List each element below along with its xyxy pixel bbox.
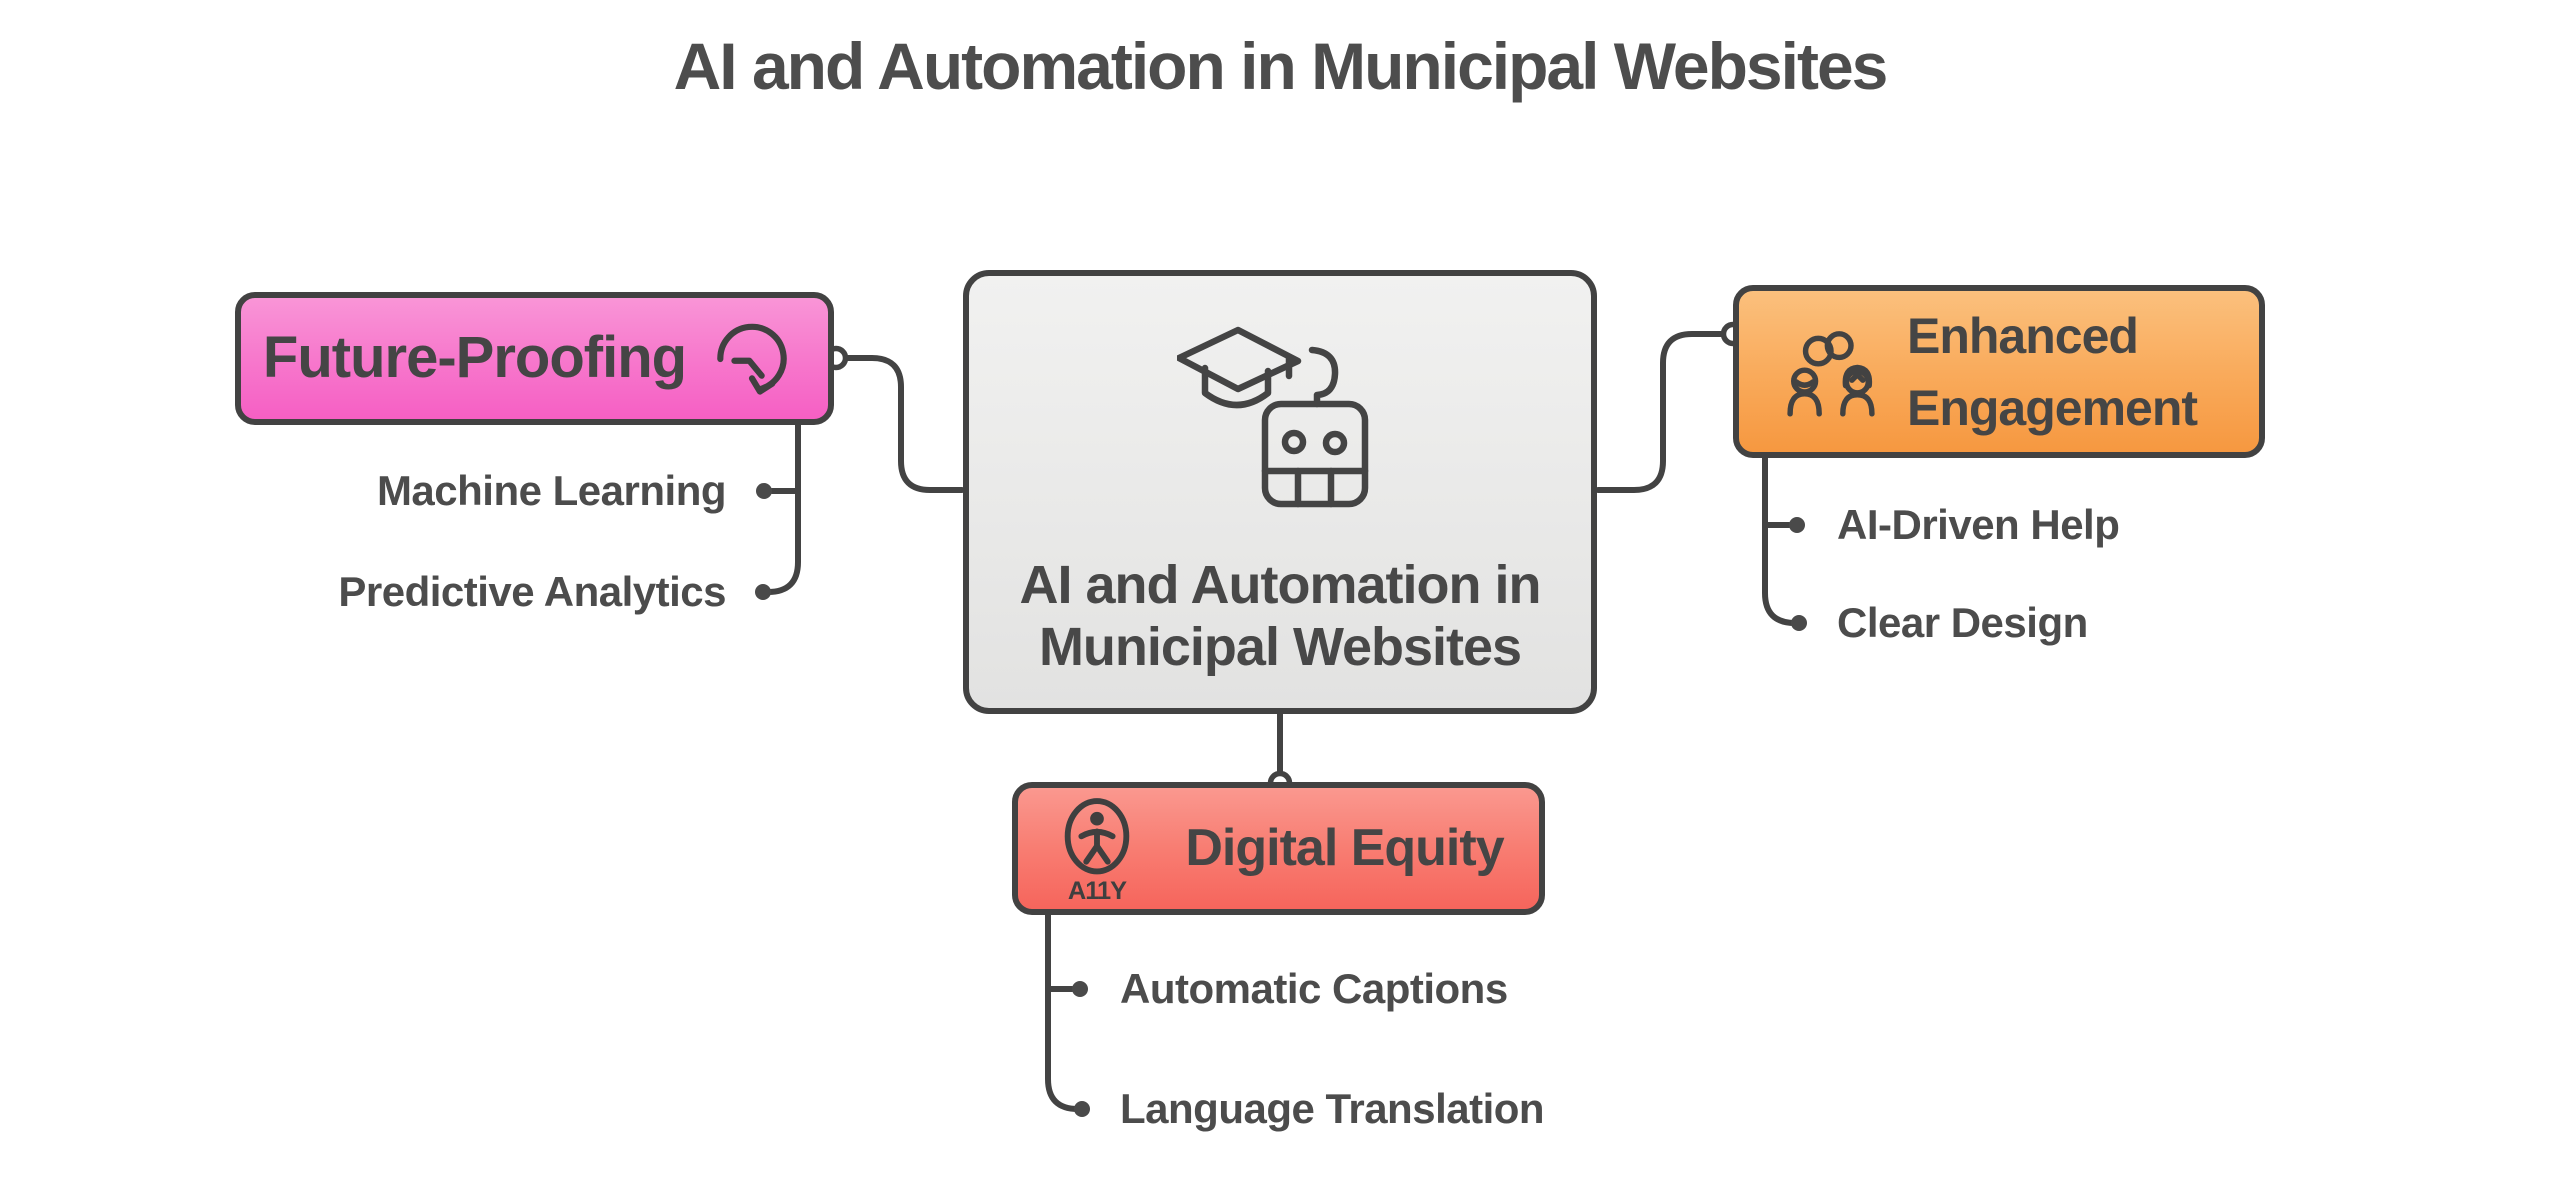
digital-equity-label: Digital Equity — [1185, 819, 1504, 878]
accessibility-icon: A11Y — [1065, 797, 1130, 903]
a11y-badge-text: A11Y — [1068, 876, 1127, 902]
subitem-ai-driven-help[interactable]: AI-Driven Help — [1837, 501, 2120, 548]
future-proofing-label: Future-Proofing — [262, 325, 687, 391]
node-digital-equity[interactable]: A11Y Digital Equity — [1012, 782, 1545, 915]
history-arrow-icon — [717, 323, 787, 395]
subitem-predictive-analytics[interactable]: Predictive Analytics — [338, 568, 726, 615]
node-center-topic[interactable]: AI and Automation in Municipal Websites — [963, 270, 1597, 714]
subitem-clear-design[interactable]: Clear Design — [1837, 599, 2088, 646]
enhanced-engagement-line-2: Engagement — [1907, 379, 2198, 436]
bullet-predictive-analytics — [755, 584, 771, 600]
center-node-label: AI and Automation in Municipal Websites — [1019, 554, 1542, 678]
connector-pink-to-center — [843, 355, 965, 493]
enhanced-engagement-label: Enhanced Engagement — [1907, 300, 2198, 444]
people-connection-icon — [1787, 330, 1875, 417]
page-title: AI and Automation in Municipal Websites — [673, 29, 1889, 103]
center-label-line-1: AI and Automation in — [1019, 555, 1542, 615]
node-future-proofing[interactable]: Future-Proofing — [235, 292, 834, 425]
connector-red-children-spine — [1045, 912, 1081, 1112]
bullet-automatic-captions — [1072, 981, 1088, 997]
center-label-line-2: Municipal Websites — [1038, 617, 1522, 677]
subitem-language-translation[interactable]: Language Translation — [1120, 1085, 1545, 1132]
connector-orange-children-spine — [1762, 455, 1798, 626]
enhanced-engagement-line-1: Enhanced — [1907, 307, 2139, 364]
subitem-automatic-captions[interactable]: Automatic Captions — [1120, 965, 1508, 1012]
node-enhanced-engagement[interactable]: Enhanced Engagement — [1733, 285, 2265, 458]
bullet-clear-design — [1791, 615, 1807, 631]
connector-center-to-orange — [1595, 331, 1724, 493]
graduation-cap-robot-icon — [1177, 326, 1369, 508]
connector-pink-children-spine — [765, 422, 801, 595]
bullet-machine-learning — [756, 483, 772, 499]
bullet-language-translation — [1074, 1101, 1090, 1117]
bullet-ai-driven-help — [1789, 517, 1805, 533]
subitem-machine-learning[interactable]: Machine Learning — [376, 467, 727, 514]
